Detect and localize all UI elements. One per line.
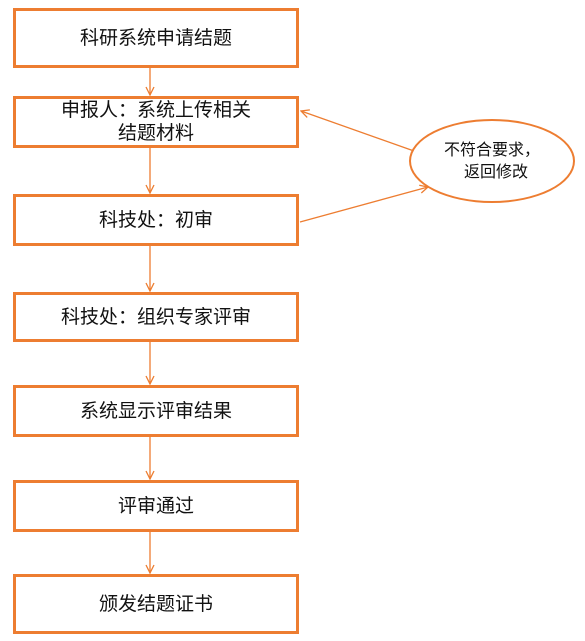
step-certificate: 颁发结题证书 — [13, 574, 299, 634]
step-expert-review: 科技处：组织专家评审 — [13, 292, 299, 342]
step-initial-review: 科技处：初审 — [13, 194, 299, 246]
step-upload: 申报人：系统上传相关 结题材料 — [13, 96, 299, 148]
step-pass-label: 评审通过 — [117, 494, 194, 517]
reject-node: 不符合要求， 返回修改 — [409, 119, 575, 203]
step-certificate-label: 颁发结题证书 — [98, 592, 213, 615]
step-apply-label: 科研系统申请结题 — [79, 26, 232, 49]
step-upload-label-line2: 结题材料 — [117, 122, 194, 144]
arrow-initial-review-to-reject — [299, 187, 428, 223]
step-show-result: 系统显示评审结果 — [13, 385, 299, 437]
step-apply: 科研系统申请结题 — [13, 8, 299, 68]
reject-node-label-line2: 返回修改 — [463, 162, 528, 181]
step-initial-review-label: 科技处：初审 — [98, 208, 213, 231]
arrow-reject-to-upload — [301, 111, 415, 152]
step-upload-label-line1: 申报人：系统上传相关 — [60, 99, 251, 121]
step-pass: 评审通过 — [13, 480, 299, 532]
step-expert-review-label: 科技处：组织专家评审 — [60, 305, 251, 328]
reject-node-label-line1: 不符合要求， — [443, 140, 540, 159]
step-show-result-label: 系统显示评审结果 — [79, 399, 232, 422]
